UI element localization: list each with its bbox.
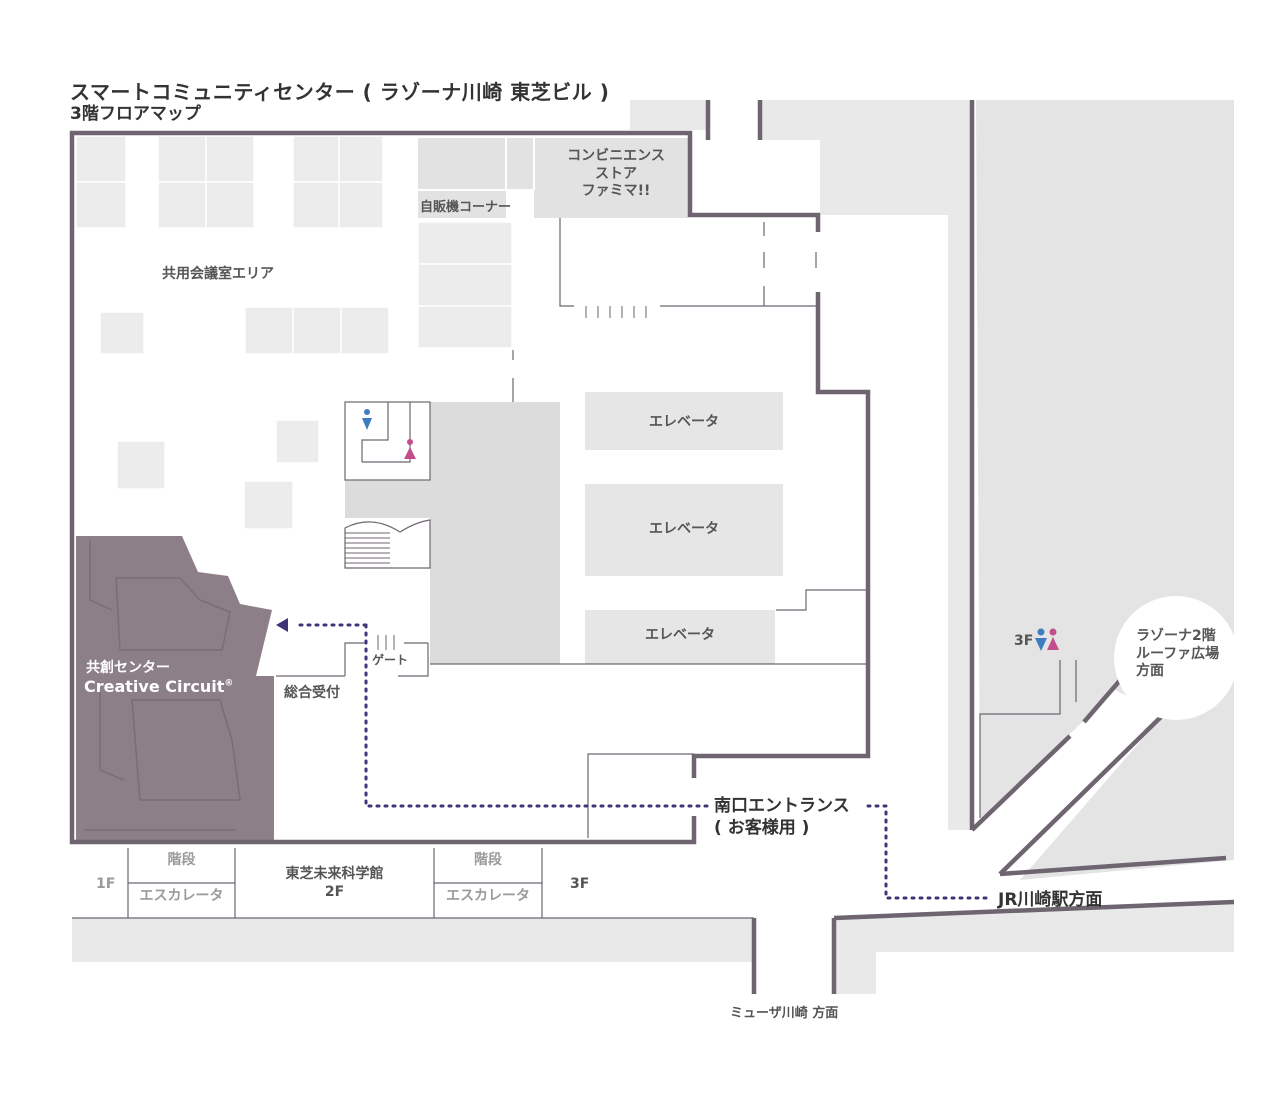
convenience-line: コンビニエンス [567,148,665,164]
room [75,135,127,183]
convenience-line: ファミマ!! [581,183,651,199]
room [417,263,513,307]
co-creation-name: Creative Circuit [84,677,225,696]
map-subtitle: 3階フロアマップ [70,104,201,124]
room [417,221,513,265]
room [205,135,255,183]
toilet-floor-label: 3F [1014,633,1034,649]
room [292,135,340,183]
convenience-line: ストア [595,165,637,182]
co-creation-label-ja: 共創センター [86,660,170,676]
elevator-label-3: エレベータ [645,627,715,643]
outside-area-right [760,100,972,830]
elevator-block [585,610,775,664]
co-creation-center [76,536,274,840]
floor-3f-label: 3F [570,876,590,892]
room [116,440,166,490]
map-title: スマートコミュニティセンター ( ラゾーナ川崎 東芝ビル ) [70,80,610,104]
muza-direction-label: ミューザ川崎 方面 [730,1006,839,1021]
lazona-circle [1114,596,1238,720]
museum-line: 東芝未来科学館 [285,866,384,882]
room [338,181,384,229]
room [75,181,127,229]
male-toilet-icon [1035,628,1047,651]
walking-route [294,623,994,900]
vending-label: 自販機コーナー [420,200,512,215]
store-cutout [506,190,534,220]
outside-road-bottom-right [834,902,1234,994]
outside-area-top [630,100,708,130]
co-creation-label-en: Creative Circuit® [84,677,233,697]
room [417,305,513,349]
female-toilet-icon [1047,628,1059,650]
gate-bars [377,306,647,650]
room [157,135,207,183]
direction-arrow-icon [276,618,288,632]
convenience-store-label: コンビニエンス ストア ファミマ!! [560,148,672,201]
south-entrance-label: 南口エントランス [714,796,850,816]
elevator-label-2: エレベータ [649,521,719,537]
museum-label: 東芝未来科学館 2F [235,866,434,901]
elevators [585,392,783,664]
core-gray-zone [430,402,560,664]
room [205,181,255,229]
meeting-area-label: 共用会議室エリア [162,266,274,282]
room [292,181,340,229]
room [244,306,294,355]
female-toilet-icon [404,439,416,459]
escalator-label-2: エスカレータ [446,888,530,904]
room [338,135,384,183]
convenience-store-area [418,138,688,218]
lazona-line: 方面 [1136,663,1164,679]
room [99,311,145,355]
jr-direction-label: JR川崎駅方面 [998,890,1103,910]
toilet-box [344,401,431,481]
ramp-line [1029,735,1069,773]
elevator-block [585,392,783,450]
stair-gray-zone [345,480,430,518]
elevator-label-1: エレベータ [649,414,719,430]
museum-line: 2F [324,883,345,900]
room [340,306,390,355]
stairs [344,519,431,569]
building-walls [69,100,1235,994]
meeting-rooms [75,135,513,530]
thin-lines [72,218,1077,919]
room [275,419,320,464]
escalator-label-1: エスカレータ [139,888,224,904]
lazona-line: ラゾーナ2階 [1136,628,1216,644]
room [243,480,294,530]
outside-road-bottom-left [72,918,754,962]
room [292,306,342,355]
gate-label: ゲート [372,653,409,667]
male-toilet-icon [362,409,372,430]
registered-mark: ® [224,678,234,689]
elevator-block [585,484,783,576]
floor-1f-label: 1F [96,876,116,892]
reception-label: 総合受付 [284,685,340,701]
south-entrance-note: ( お客様用 ) [714,818,810,838]
room [157,181,207,229]
stairs-label-1: 階段 [167,852,196,868]
co-creation-base [76,536,274,840]
stairs-label-2: 階段 [474,852,502,868]
outside-area-far-right [976,100,1234,880]
lazona-line: ルーファ広場 [1136,645,1220,662]
lazona-direction-label: ラゾーナ2階 ルーファ広場 方面 [1136,628,1219,681]
